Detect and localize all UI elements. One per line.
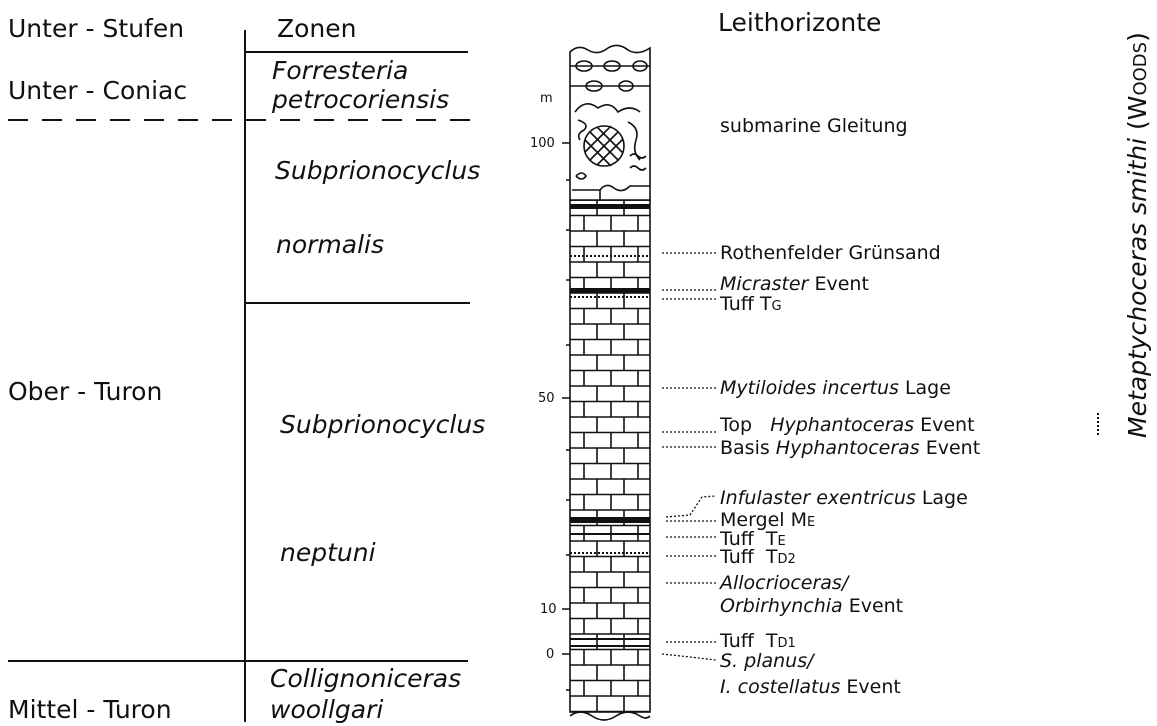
- horizon-infulaster-suffix: Lage: [916, 487, 968, 509]
- zone-neptuni-species: neptuni: [280, 540, 376, 565]
- scale-label-50: 50: [538, 392, 555, 405]
- scale-label-10: 10: [540, 603, 557, 616]
- horizon-tuff-td2-sub: D2: [778, 552, 796, 567]
- horizon-orbirhynchia-event: Orbirhynchia Event: [720, 597, 903, 616]
- horizon-leader-lines: [662, 253, 716, 660]
- species-author: (Woods): [1123, 32, 1152, 130]
- horizon-costellatus-event: I. costellatus Event: [720, 678, 901, 697]
- horizon-top-suffix: Event: [914, 414, 974, 436]
- horizon-infulaster-taxon: Infulaster exentricus: [720, 487, 916, 509]
- header-zones: Zonen: [277, 16, 357, 41]
- scale-unit-label: m: [540, 92, 553, 105]
- horizon-basis-suffix: Event: [920, 437, 980, 459]
- horizon-micraster-event: Micraster Event: [720, 275, 869, 294]
- slump-unit: [570, 45, 650, 200]
- zone-collignoniceras-genus: Collignoniceras: [270, 666, 461, 691]
- species-range-label: Metaptychoceras smithi (Woods): [1118, 38, 1157, 438]
- zone-neptuni-genus: Subprionocyclus: [280, 412, 485, 437]
- stage-ober-turon: Ober - Turon: [8, 379, 162, 404]
- horizon-tuff-td2-main: Tuff T: [720, 546, 778, 568]
- horizon-orbirhynchia-taxon: Orbirhynchia: [720, 595, 843, 617]
- stage-unter-coniac: Unter - Coniac: [8, 78, 187, 103]
- depth-scale-ticks: [562, 143, 570, 690]
- horizon-top-taxon: Hyphantoceras: [770, 414, 914, 436]
- horizon-tuff-te-sub: E: [778, 534, 786, 549]
- horizon-tuff-td1: Tuff TD1: [720, 632, 796, 651]
- horizon-mytiloides-taxon: Mytiloides incertus: [720, 377, 899, 399]
- horizon-basis-taxon: Hyphantoceras: [776, 437, 920, 459]
- horizon-s-planus: S. planus/: [720, 652, 814, 671]
- horizon-tuff-tg-sub: G: [772, 299, 782, 314]
- horizon-top-prefix: Top: [720, 414, 770, 436]
- scale-label-100: 100: [530, 137, 555, 150]
- horizon-tuff-td1-sub: D1: [778, 636, 796, 651]
- header-marker-horizons: Leithorizonte: [718, 10, 881, 35]
- zone-collignoniceras-species: woollgari: [270, 697, 383, 722]
- horizon-tuff-tg: Tuff TG: [720, 295, 782, 314]
- horizon-basis-hyphantoceras: Basis Hyphantoceras Event: [720, 439, 980, 458]
- zone-normalis-genus: Subprionocyclus: [275, 158, 480, 183]
- horizon-mytiloides-lage: Mytiloides incertus Lage: [720, 379, 951, 398]
- horizon-micraster-suffix: Event: [808, 273, 868, 295]
- stage-mittel-turon: Mittel - Turon: [8, 697, 172, 722]
- horizon-mytiloides-suffix: Lage: [899, 377, 951, 399]
- horizon-infulaster-lage: Infulaster exentricus Lage: [720, 489, 968, 508]
- horizon-allocrioceras: Allocrioceras/: [720, 574, 848, 593]
- horizon-tuff-tg-main: Tuff T: [720, 293, 772, 315]
- horizon-basis-prefix: Basis: [720, 437, 776, 459]
- lithology-column: [570, 200, 650, 712]
- horizon-rothenfelder-gruensand: Rothenfelder Grünsand: [720, 244, 941, 263]
- zone-forresteria-genus: Forresteria: [272, 58, 408, 83]
- scale-label-0: 0: [546, 648, 554, 661]
- header-substages: Unter - Stufen: [8, 16, 184, 41]
- horizon-costellatus-taxon: I. costellatus: [720, 676, 840, 698]
- zone-normalis-species: normalis: [276, 232, 384, 257]
- horizon-submarine-gleitung: submarine Gleitung: [720, 117, 908, 136]
- species-name: Metaptychoceras smithi: [1123, 138, 1152, 438]
- horizon-costellatus-suffix: Event: [840, 676, 900, 698]
- horizon-tuff-td2: Tuff TD2: [720, 548, 796, 567]
- section-base-line: [570, 712, 650, 720]
- horizon-tuff-td1-main: Tuff T: [720, 630, 778, 652]
- horizon-orbirhynchia-suffix: Event: [843, 595, 903, 617]
- horizon-mergel-sub: E: [807, 515, 815, 530]
- horizon-micraster-taxon: Micraster: [720, 273, 808, 295]
- horizon-top-hyphantoceras: Top Hyphantoceras Event: [720, 416, 975, 435]
- zone-forresteria-species: petrocoriensis: [272, 87, 449, 112]
